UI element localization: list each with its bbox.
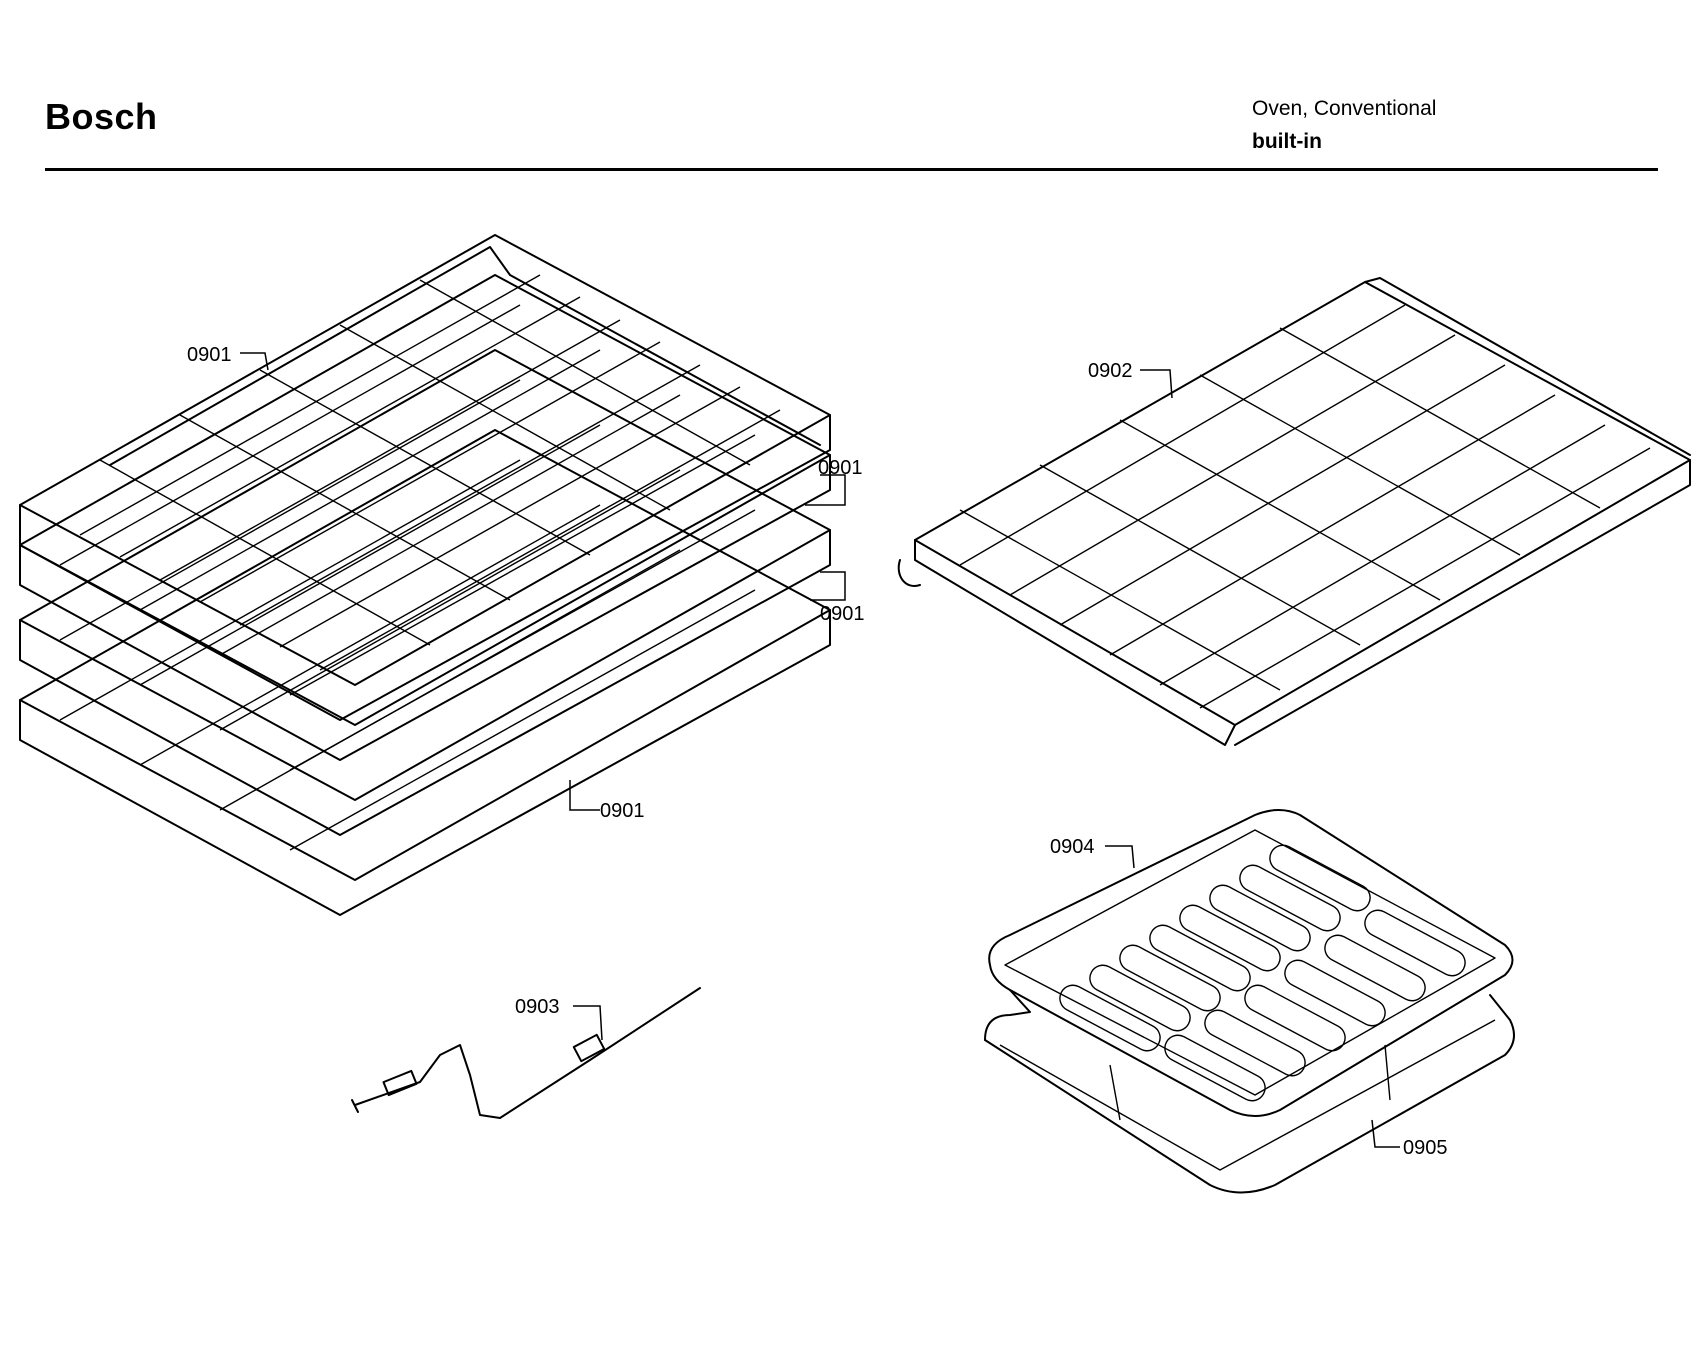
callout-meat-probe: 0903 <box>515 996 560 1018</box>
product-type: Oven, Conventional <box>1252 97 1437 120</box>
broil-pan <box>984 989 1515 1194</box>
callout-broil-pan-insert: 0904 <box>1050 836 1095 858</box>
header-rule <box>45 168 1658 171</box>
callout-rack-third: 0901 <box>820 603 865 625</box>
broil-pan-insert <box>988 809 1514 1117</box>
product-subtype: built-in <box>1252 130 1322 153</box>
callout-broil-pan: 0905 <box>1403 1137 1448 1159</box>
callout-rack-bottom: 0901 <box>600 800 645 822</box>
telescopic-rack <box>897 277 1691 746</box>
callout-rack-top: 0901 <box>187 344 232 366</box>
callout-rack-second: 0901 <box>818 457 863 479</box>
meat-probe <box>351 987 701 1119</box>
brand-logo: Bosch <box>45 96 158 137</box>
oven-rack-stack <box>19 234 831 916</box>
callout-telescopic-rack: 0902 <box>1088 360 1133 382</box>
callout-leaders <box>240 352 1400 1148</box>
